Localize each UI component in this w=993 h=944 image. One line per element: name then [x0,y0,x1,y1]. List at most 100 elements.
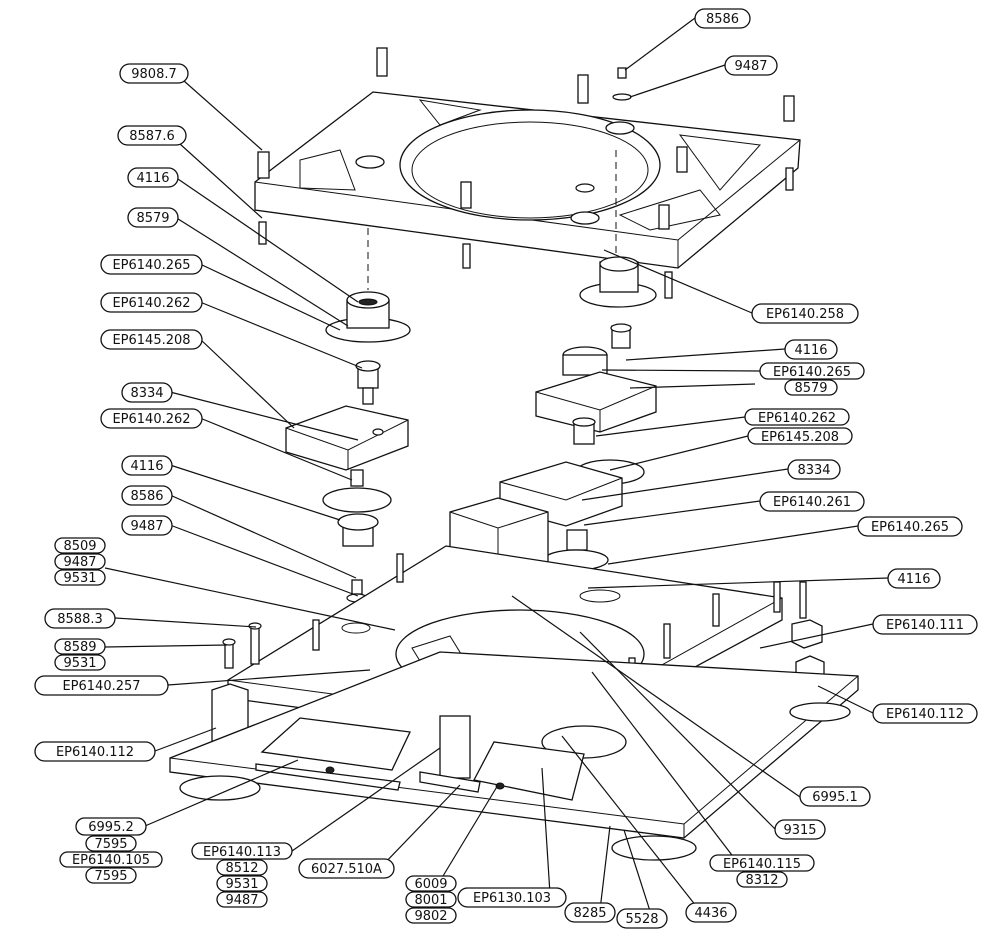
callout-9487-top: 9487 [724,55,778,76]
callout-6995-2: 6995.2 [75,817,147,836]
callout-text: 8001 [414,893,447,908]
callout-text: 7595 [94,837,127,852]
callout-8334-b: 8334 [787,459,841,480]
callout-text: EP6140.265 [112,258,190,273]
callout-text: 8285 [573,906,606,921]
callout-text: 4116 [794,343,827,358]
callout-8587-6: 8587.6 [117,125,187,146]
callout-8509: 8509 [54,537,106,554]
callout-text: 4436 [694,906,727,921]
callout-6009: 6009 [405,875,457,892]
callout-text: 6995.2 [88,820,134,835]
callout-text: EP6130.103 [473,891,551,906]
callout-ep6140-262-a: EP6140.262 [100,292,203,313]
callout-ep6130-103: EP6130.103 [457,887,567,908]
callout-text: 8312 [745,873,778,888]
callout-ep6140-262-c: EP6140.262 [744,408,850,426]
callout-text: EP6140.257 [62,679,140,694]
callout-7595-b: 7595 [85,867,137,884]
callout-9315: 9315 [774,819,826,840]
callout-text: 9531 [63,571,96,586]
callout-ep6140-111: EP6140.111 [872,614,978,635]
callout-8589: 8589 [54,638,106,655]
callout-9531-c: 9531 [216,875,268,892]
callout-text: 4116 [136,171,169,186]
callout-ep6140-265-c: EP6140.265 [759,362,865,380]
callout-8579: 8579 [127,207,179,228]
callout-9487-c: 9487 [54,553,106,570]
left-bearing-stack [285,291,411,603]
callout-text: 6027.510A [311,862,382,877]
callout-text: 8509 [63,539,96,554]
callout-text: 9487 [130,519,163,534]
callout-text: 9808.7 [131,67,177,82]
callout-text: EP6140.112 [56,745,134,760]
callout-ep6140-265-b: EP6140.265 [857,516,963,537]
callout-text: 8586 [706,12,739,27]
callout-4116-d: 4116 [784,339,838,360]
callout-text: 8587.6 [129,129,175,144]
callout-ep6140-113: EP6140.113 [191,842,293,860]
callout-text: 8512 [225,861,258,876]
callout-text: EP6140.112 [886,707,964,722]
callout-9808-7: 9808.7 [119,63,189,84]
callout-ep6140-262-b: EP6140.262 [100,408,203,429]
callout-text: EP6140.262 [112,412,190,427]
callout-8588-3: 8588.3 [44,608,116,629]
callout-9531-b: 9531 [54,654,106,671]
callout-ep6140-261: EP6140.261 [759,491,865,512]
callout-4116-a: 4116 [127,167,179,188]
callout-text: EP6140.265 [871,520,949,535]
callout-text: 6995.1 [812,790,858,805]
callout-text: 8589 [63,640,96,655]
callout-7595-a: 7595 [85,835,137,852]
callout-9531-a: 9531 [54,569,106,586]
callout-8334-a: 8334 [121,382,173,403]
callout-9487-b: 9487 [121,515,173,536]
callout-ep6145-208-a: EP6145.208 [100,329,203,350]
callout-text: EP6140.115 [723,857,801,872]
callout-9487-d: 9487 [216,891,268,908]
callout-text: 4116 [897,572,930,587]
callout-4436: 4436 [685,902,737,923]
callout-text: 8334 [130,386,163,401]
callout-text: EP6140.265 [773,365,851,380]
callout-text: EP6140.262 [758,411,836,426]
callout-text: EP6140.258 [766,307,844,322]
callout-ep6140-257: EP6140.257 [34,675,169,696]
callout-text: EP6140.113 [203,845,281,860]
callout-8579-b: 8579 [784,379,838,396]
callout-text: 8334 [797,463,830,478]
callout-ep6140-265-a: EP6140.265 [100,254,203,275]
electronics [255,715,585,801]
callout-text: EP6145.208 [761,430,839,445]
callout-text: EP6145.208 [112,333,190,348]
callout-text: 4116 [130,459,163,474]
callout-8312: 8312 [736,871,788,888]
callout-text: 8588.3 [57,612,103,627]
callout-text: EP6140.261 [773,495,851,510]
callout-text: 5528 [625,912,658,927]
callout-text: EP6140.111 [886,618,964,633]
leader-lines [104,17,889,912]
callout-5528: 5528 [616,908,668,929]
callout-ep6145-208-b: EP6145.208 [747,427,853,445]
callout-text: EP6140.105 [72,853,150,868]
callout-6027-510a: 6027.510A [298,858,395,879]
callout-text: 9802 [414,909,447,924]
callout-8586-top: 8586 [694,8,751,29]
callout-text: 9531 [63,656,96,671]
callout-ep6140-115: EP6140.115 [709,854,815,872]
callout-4116-c: 4116 [887,568,941,589]
callout-4116-b: 4116 [121,455,173,476]
callout-text: 9315 [783,823,816,838]
callout-8586-b: 8586 [121,485,173,506]
callout-text: 8579 [136,211,169,226]
callout-ep6140-112-a: EP6140.112 [34,741,156,762]
standoffs [257,47,795,299]
callout-text: 8579 [794,381,827,396]
callout-8512: 8512 [216,859,268,876]
callout-9802: 9802 [405,907,457,924]
callout-text: 9487 [734,59,767,74]
